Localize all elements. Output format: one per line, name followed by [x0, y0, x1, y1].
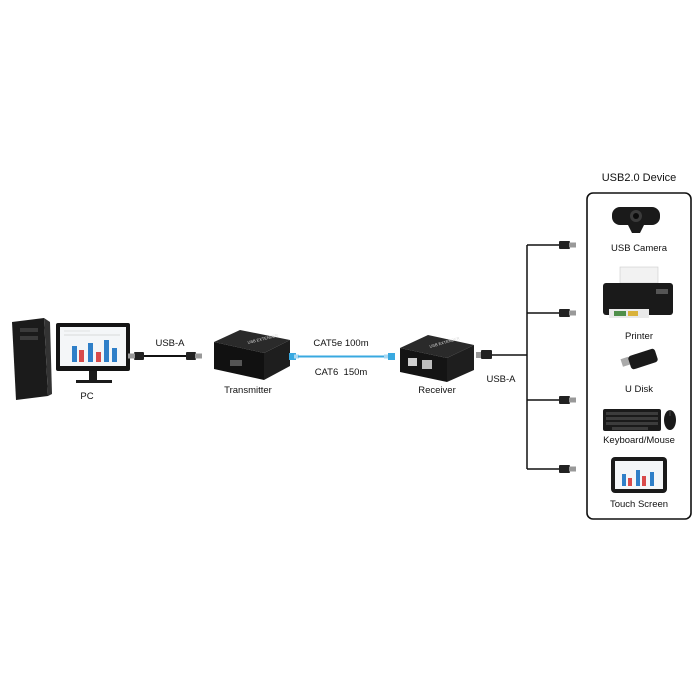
device-label-usb-camera: USB Camera [611, 243, 667, 254]
receiver-device: USB EXTENDER [400, 335, 474, 382]
transmitter-device: USB EXTENDER [214, 330, 290, 380]
receiver-label: Receiver [418, 385, 456, 396]
printer-icon [603, 266, 673, 318]
usb-plugs [559, 241, 576, 473]
transmitter-label: Transmitter [224, 385, 272, 396]
right-usb-label: USB-A [486, 374, 516, 385]
usb-cable-left [128, 352, 202, 360]
device-label-keyboard-mouse: Keyboard/Mouse [603, 435, 675, 446]
monitor-chart [64, 330, 120, 362]
device-panel-border [586, 192, 692, 520]
pc-label: PC [80, 391, 94, 402]
device-label-u-disk: U Disk [625, 384, 653, 395]
usb-branch-lines [526, 244, 560, 470]
pc-icon [12, 318, 130, 400]
webcam-icon [612, 207, 660, 233]
left-usb-label: USB-A [155, 338, 185, 349]
network-cable [289, 353, 395, 360]
keyboard-mouse-icon [603, 409, 676, 431]
device-label-touch-screen: Touch Screen [609, 499, 669, 510]
network-label-cat5e: CAT5e 100m [313, 338, 369, 349]
tablet-icon [611, 457, 667, 493]
network-label-cat6: CAT6 150m [314, 367, 368, 378]
usb-drive-icon [620, 348, 658, 370]
usb-cable-right [476, 350, 527, 359]
device-label-printer: Printer [625, 331, 653, 342]
device-panel-title: USB2.0 Device [601, 172, 677, 184]
